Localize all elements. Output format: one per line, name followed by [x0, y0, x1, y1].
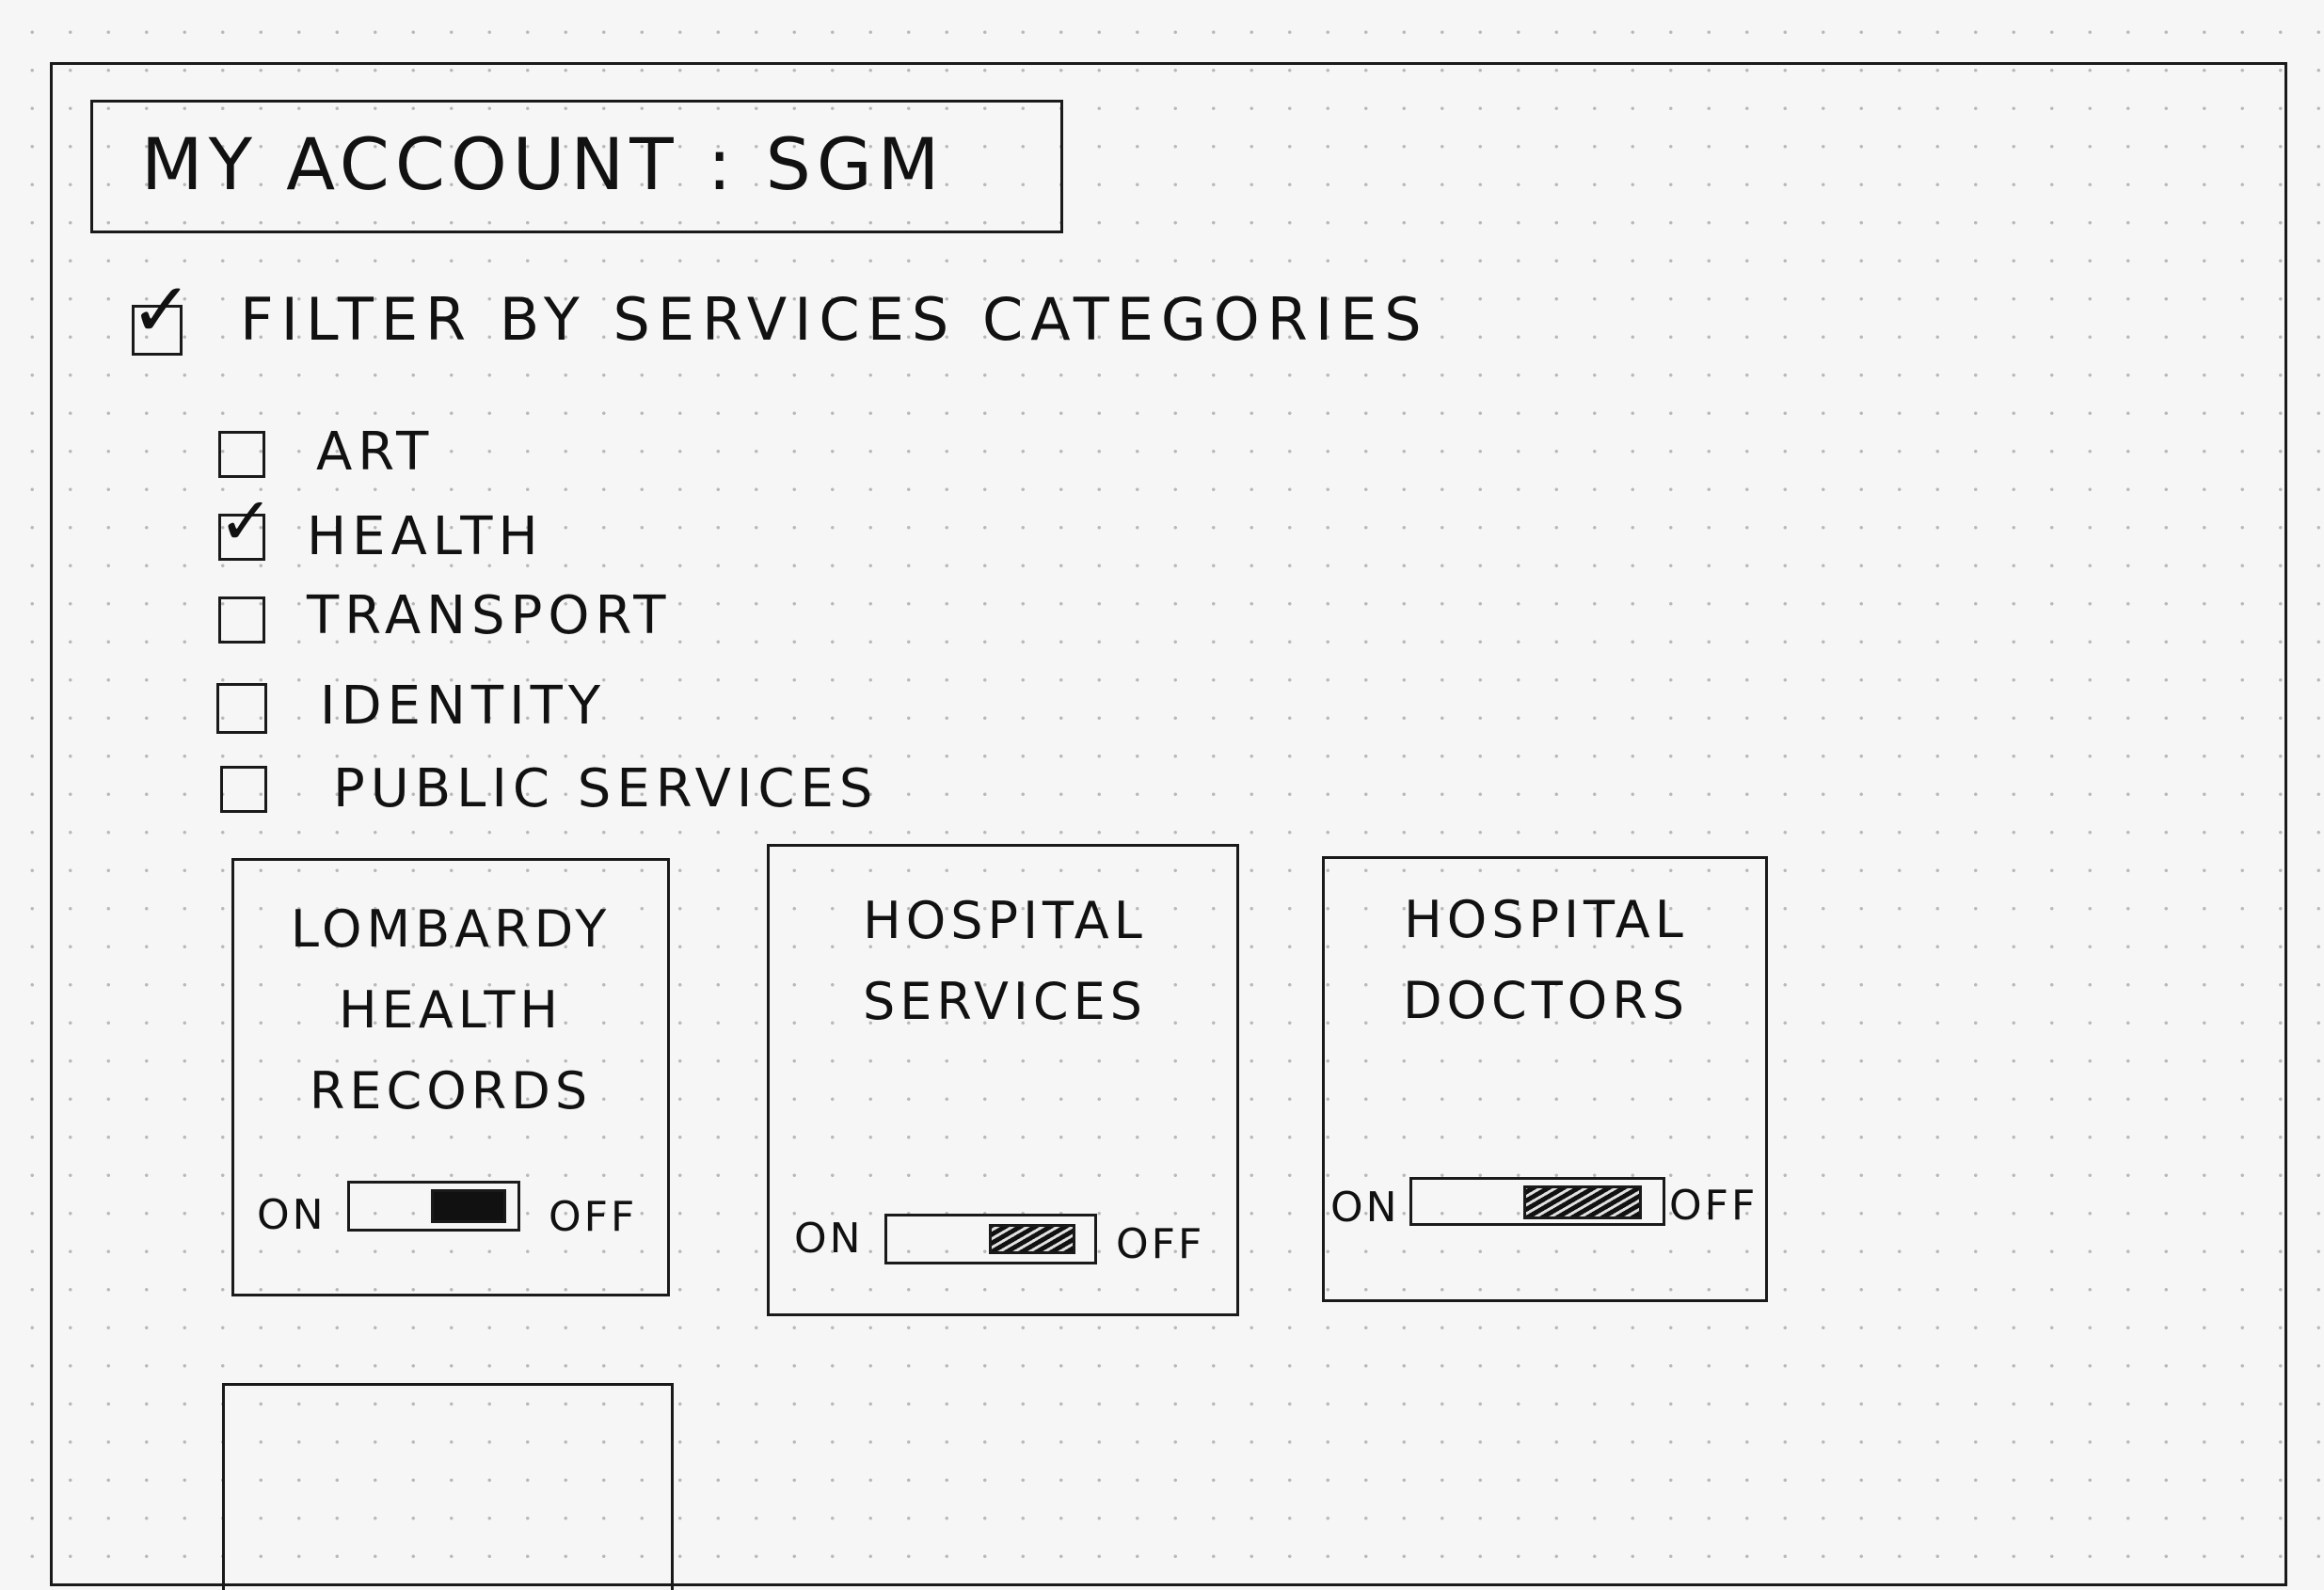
service-card-lombardy-health-records: LOMBARDY HEALTH RECORDS ON OFF [231, 858, 670, 1296]
service-card-title: HOSPITAL SERVICES [863, 891, 1147, 1031]
category-label-identity: IDENTITY [320, 676, 607, 737]
toggle-on-label: ON [1330, 1184, 1400, 1232]
toggle-knob[interactable] [1523, 1185, 1642, 1219]
account-header [90, 100, 1063, 233]
category-label-public-services: PUBLIC SERVICES [333, 758, 879, 819]
filter-by-category-label: FILTER BY SERVICES CATEGORIES [240, 285, 1429, 354]
health-checkmark-icon: ✓ [218, 483, 274, 560]
toggle-knob[interactable] [431, 1189, 506, 1223]
service-toggle[interactable] [884, 1214, 1097, 1264]
toggle-on-label: ON [257, 1191, 326, 1239]
category-label-transport: TRANSPORT [307, 585, 672, 646]
service-card-title: HOSPITAL DOCTORS [1402, 890, 1690, 1030]
category-checkbox-identity[interactable] [216, 683, 267, 734]
service-card-hospital-doctors: HOSPITAL DOCTORS ON OFF [1322, 856, 1768, 1302]
service-toggle[interactable] [347, 1181, 520, 1232]
toggle-off-label: OFF [549, 1193, 638, 1241]
toggle-on-label: ON [794, 1215, 864, 1263]
service-card-empty [222, 1383, 674, 1590]
toggle-knob[interactable] [989, 1224, 1075, 1254]
filter-checkmark-icon: ✓ [130, 266, 194, 354]
category-label-art: ART [316, 421, 435, 483]
account-title: MY ACCOUNT : SGM [141, 122, 946, 206]
service-card-hospital-services: HOSPITAL SERVICES ON OFF [767, 844, 1239, 1316]
toggle-off-label: OFF [1669, 1182, 1759, 1230]
service-card-title: LOMBARDY HEALTH RECORDS [290, 899, 612, 1121]
category-checkbox-transport[interactable] [218, 596, 265, 644]
category-checkbox-art[interactable] [218, 431, 265, 478]
category-checkbox-public-services[interactable] [220, 766, 267, 813]
category-checkbox-health[interactable] [218, 514, 265, 561]
service-toggle[interactable] [1409, 1177, 1665, 1226]
toggle-off-label: OFF [1116, 1220, 1205, 1268]
category-label-health: HEALTH [307, 506, 544, 567]
filter-by-category-checkbox[interactable] [132, 305, 183, 356]
